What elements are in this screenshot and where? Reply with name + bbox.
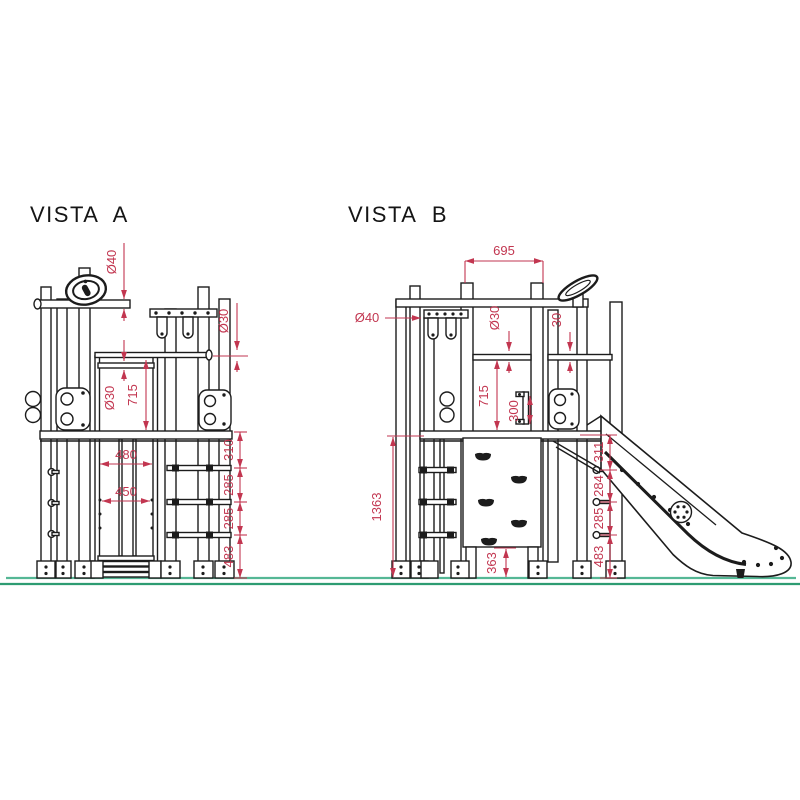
dim-label: 480 (115, 447, 137, 462)
vista-b-structure (391, 274, 792, 579)
dim-label: Ø30 (487, 306, 502, 331)
base-plates (36, 560, 235, 579)
vista-a-structure (24, 267, 235, 579)
slide-bed-edge (603, 450, 747, 566)
dim-label: Ø40 (104, 250, 119, 275)
post (423, 317, 435, 563)
slide-bolt-disc (669, 500, 693, 524)
climbing-wall-panel (462, 437, 542, 548)
hook-plate (445, 317, 457, 340)
dim-label: 363 (484, 552, 499, 574)
top-bar-cap (33, 298, 42, 310)
dim-b-chain (580, 434, 617, 579)
ladder-rungs-right (166, 464, 232, 539)
hook-plate (427, 317, 439, 340)
slide-ground-anchor (736, 569, 745, 578)
steering-wheel-icon (64, 274, 108, 306)
post (40, 286, 52, 563)
base-plates (391, 560, 626, 579)
climbing-holds (475, 452, 527, 546)
slide (600, 414, 792, 578)
dim-label: 285 (221, 508, 236, 530)
dim-label: Ø40 (355, 310, 380, 325)
dim-label: 483 (591, 546, 606, 568)
dim-label: 285 (221, 474, 236, 496)
bottom-steps (97, 555, 155, 578)
rail-end-cap (205, 349, 213, 361)
dim-label: 30 (549, 313, 564, 327)
ground-line (0, 576, 800, 586)
post (395, 299, 407, 563)
vista-b-title: VISTA B (348, 202, 448, 227)
grab-handle (515, 391, 530, 425)
dim-label: 695 (493, 243, 515, 258)
rung-hooks-left (47, 467, 60, 539)
dim-label: 483 (221, 546, 236, 568)
slide-entry-rail (552, 440, 602, 470)
vista-b-dimension-labels: 695 Ø40 Ø30 30 715 300 1363 363 311 284 … (355, 243, 606, 574)
dim-a-chain (234, 431, 247, 579)
dim-label: 285 (591, 508, 606, 530)
dim-label: 284 (591, 475, 606, 497)
dim-label: Ø30 (216, 309, 231, 334)
top-bar (395, 298, 589, 308)
hook-plate (156, 316, 168, 339)
slide-surface-line (605, 433, 717, 526)
dim-a-dia30-top (213, 303, 248, 372)
dim-label: 310 (221, 439, 236, 461)
dim-label: 311 (591, 442, 606, 463)
dim-b-1363 (387, 435, 424, 577)
hold-plate-right (548, 388, 580, 430)
dim-b-363 (494, 547, 516, 577)
ladder-rail (152, 355, 159, 575)
post (409, 285, 421, 563)
ladder-rail (94, 355, 101, 575)
vista-a-dimension-lines (100, 243, 248, 579)
hold-plate-edge (24, 390, 42, 424)
vista-b-dimension-lines (385, 258, 617, 579)
rail-mid (472, 353, 532, 361)
hold-plate-left (55, 387, 91, 431)
deck (39, 430, 233, 440)
dim-label: 715 (476, 385, 491, 407)
ladder-stringer (439, 438, 445, 574)
dim-label: 1363 (369, 493, 384, 522)
slide-entry-rail (555, 446, 601, 474)
hook-plate (182, 316, 194, 339)
hand-rail (94, 351, 208, 359)
ladder-rung (97, 362, 155, 369)
hold-plate-right (198, 389, 232, 431)
dim-b-695 (464, 258, 544, 283)
rail-right (547, 353, 613, 361)
vista-a-title: VISTA A (30, 202, 129, 227)
steering-wheel-side-icon (557, 274, 599, 302)
dim-label: 450 (115, 484, 137, 499)
hold-plate-edge (439, 391, 455, 423)
dim-label: 715 (125, 384, 140, 406)
dim-label: Ø30 (102, 386, 117, 411)
vista-a-dimension-labels: Ø40 Ø30 Ø30 715 480 450 310 285 285 483 (102, 250, 236, 568)
dim-label: 300 (506, 400, 521, 422)
slide-entry-rail (586, 415, 602, 426)
ladder-rungs-left (418, 466, 457, 539)
